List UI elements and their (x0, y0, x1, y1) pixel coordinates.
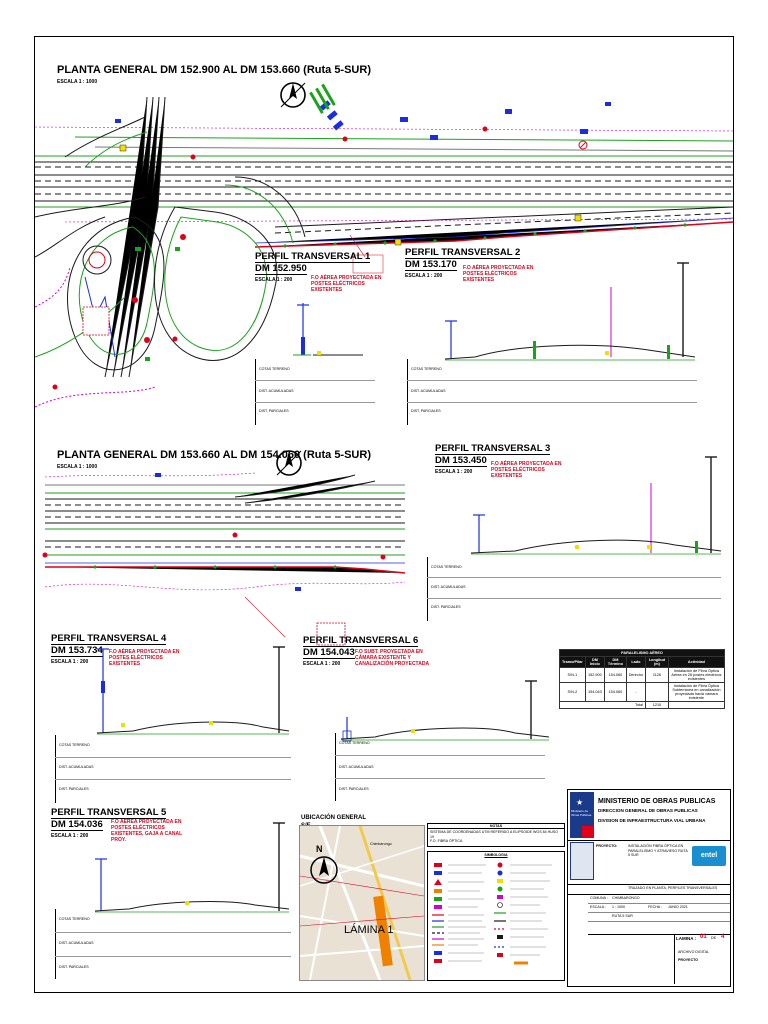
map-lamina-label: LÁMINA 1 (344, 924, 394, 936)
plan-2-scale: ESCALA 1 : 1000 (57, 464, 98, 470)
profile-3-table: COTAS TERRENO DIST. ACUMULADAS DIST. PAR… (427, 557, 721, 621)
plan-1-drawing (35, 82, 733, 408)
profile-6-title: PERFIL TRANSVERSAL 6 (303, 635, 419, 647)
profile-6-table: COTAS TERRENO DIST. ACUMULADAS DIST. PAR… (335, 733, 545, 801)
profile-4-drawing (96, 646, 290, 735)
profile-2-dm: DM 153.170 (405, 259, 457, 271)
plan-1-scale: ESCALA 1 : 1000 (57, 79, 98, 85)
profile-5-dm: DM 154.036 (51, 819, 103, 831)
profile-3-dm: DM 153.450 (435, 455, 487, 467)
location-map: N Chimbarongo LÁMINA 1 (299, 825, 425, 981)
profile-4-note: F.O AÉREA PROYECTADA EN POSTES ELÉCTRICO… (109, 649, 180, 667)
org-direccion: DIRECCION GENERAL DE OBRAS PUBLICAS (598, 808, 698, 813)
lamina-number: 01 (700, 934, 707, 940)
profile-1-title: PERFIL TRANSVERSAL 1 (255, 251, 371, 263)
profile-3-note: F.O AÉREA PROYECTADA EN POSTES ELÉCTRICO… (491, 461, 562, 479)
profile-2-drawing (444, 262, 696, 361)
plan-1-title: PLANTA GENERAL DM 152.900 AL DM 153.660 … (57, 64, 371, 76)
north-arrow-icon-1 (280, 82, 306, 108)
profile-4-title: PERFIL TRANSVERSAL 4 (51, 633, 167, 645)
map-place-label: Chimbarongo (370, 842, 392, 846)
legend-symbols (432, 862, 552, 965)
map-north-label: N (316, 844, 323, 854)
profile-5-title: PERFIL TRANSVERSAL 5 (51, 807, 167, 819)
table-title: PARALELISMO AÉREO (559, 649, 725, 657)
profile-2-scale: ESCALA 1 : 200 (405, 273, 443, 279)
profile-1-note: F.O AÉREA PROYECTADA EN POSTES ELÉCTRICO… (311, 275, 382, 293)
profile-3-scale: ESCALA 1 : 200 (435, 469, 473, 475)
notes-box: NOTAS SISTEMA DE COORDENADAS UTM REFERID… (427, 823, 565, 847)
profile-3-drawing (470, 456, 722, 555)
profile-1-scale: ESCALA 1 : 200 (255, 277, 293, 283)
org-ministerio: MINISTERIO DE OBRAS PUBLICAS (598, 798, 716, 805)
profile-4-dm: DM 153.734 (51, 645, 103, 657)
mop-seal (570, 842, 594, 880)
profile-2-title: PERFIL TRANSVERSAL 2 (405, 247, 521, 259)
drawing-sheet: PLANTA GENERAL DM 152.900 AL DM 153.660 … (34, 36, 734, 993)
lamina-label: LAMINA : (676, 936, 697, 941)
profile-4-table: COTAS TERRENO DIST. ACUMULADAS DIST. PAR… (55, 735, 291, 803)
profile-6-scale: ESCALA 1 : 200 (303, 661, 341, 667)
lamina-total: 4 (721, 934, 725, 940)
profile-2-note: F.O AÉREA PROYECTADA EN POSTES ELÉCTRICO… (463, 265, 534, 283)
legend-box: SIMBOLOGIA (427, 851, 565, 981)
profile-5-drawing (94, 822, 290, 913)
profile-6-drawing (340, 680, 550, 742)
mop-logo: ★ Ministerio de Obras Públicas (570, 792, 594, 838)
map-north-arrow-icon (304, 846, 344, 890)
plan-2-drawing (42, 450, 406, 646)
profile-5-scale: ESCALA 1 : 200 (51, 833, 89, 839)
profile-2-table: COTAS TERRENO DIST. ACUMULADAS DIST. PAR… (407, 359, 697, 425)
profile-5-note: F.O AÉREA PROYECTADA EN POSTES ELÉCTRICO… (111, 819, 183, 843)
profile-1-drawing (293, 303, 363, 356)
profile-6-note: F.O SUBT. PROYECTADA EN CÁMARA EXISTENTE… (355, 649, 430, 667)
title-block: ★ Ministerio de Obras Públicas MINISTERI… (567, 789, 731, 987)
profile-6-dm: DM 154.043 (303, 647, 355, 659)
paralelismo-table: PARALELISMO AÉREO Tramo/Pilar DM Inicio … (558, 649, 726, 709)
profile-1-table: COTAS TERRENO DIST. ACUMULADAS DIST. PAR… (255, 359, 375, 425)
profile-1-dm: DM 152.950 (255, 263, 307, 275)
profile-4-scale: ESCALA 1 : 200 (51, 659, 89, 665)
profile-5-table: COTAS TERRENO DIST. ACUMULADAS DIST. PAR… (55, 909, 291, 979)
profile-3-title: PERFIL TRANSVERSAL 3 (435, 443, 551, 455)
location-title: UBICACIÓN GENERAL (301, 815, 367, 821)
entel-logo: entel (692, 846, 726, 866)
star-icon: ★ (576, 798, 584, 807)
org-division: DIVISION DE INFRAESTRUCTURA VIAL URBANA (598, 818, 706, 823)
north-arrow-icon-2 (276, 450, 302, 476)
